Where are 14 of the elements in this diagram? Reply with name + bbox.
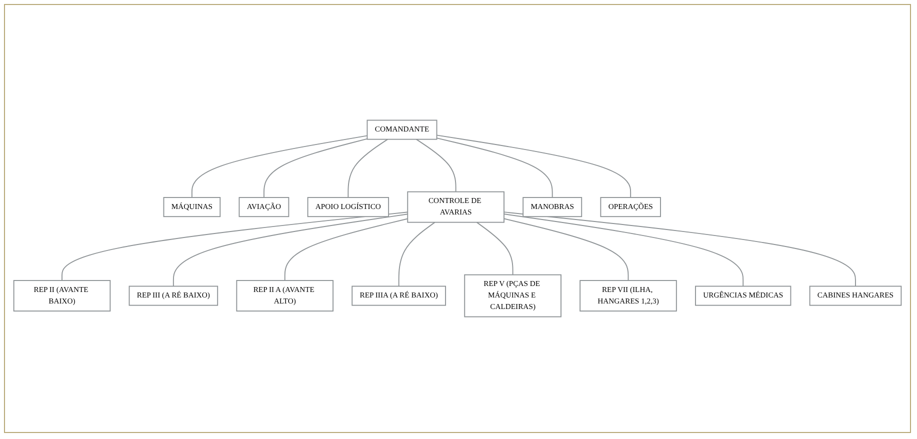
connector (263, 138, 368, 198)
connector (504, 214, 744, 287)
connector (416, 138, 456, 192)
connector (398, 222, 436, 287)
connector (504, 218, 629, 281)
connector (62, 212, 408, 281)
connector (284, 218, 408, 281)
connector (436, 138, 553, 198)
connector (191, 135, 368, 198)
connector (172, 214, 408, 287)
connector (476, 222, 514, 276)
connector (348, 138, 388, 198)
connector (504, 212, 856, 287)
connector (436, 134, 632, 198)
